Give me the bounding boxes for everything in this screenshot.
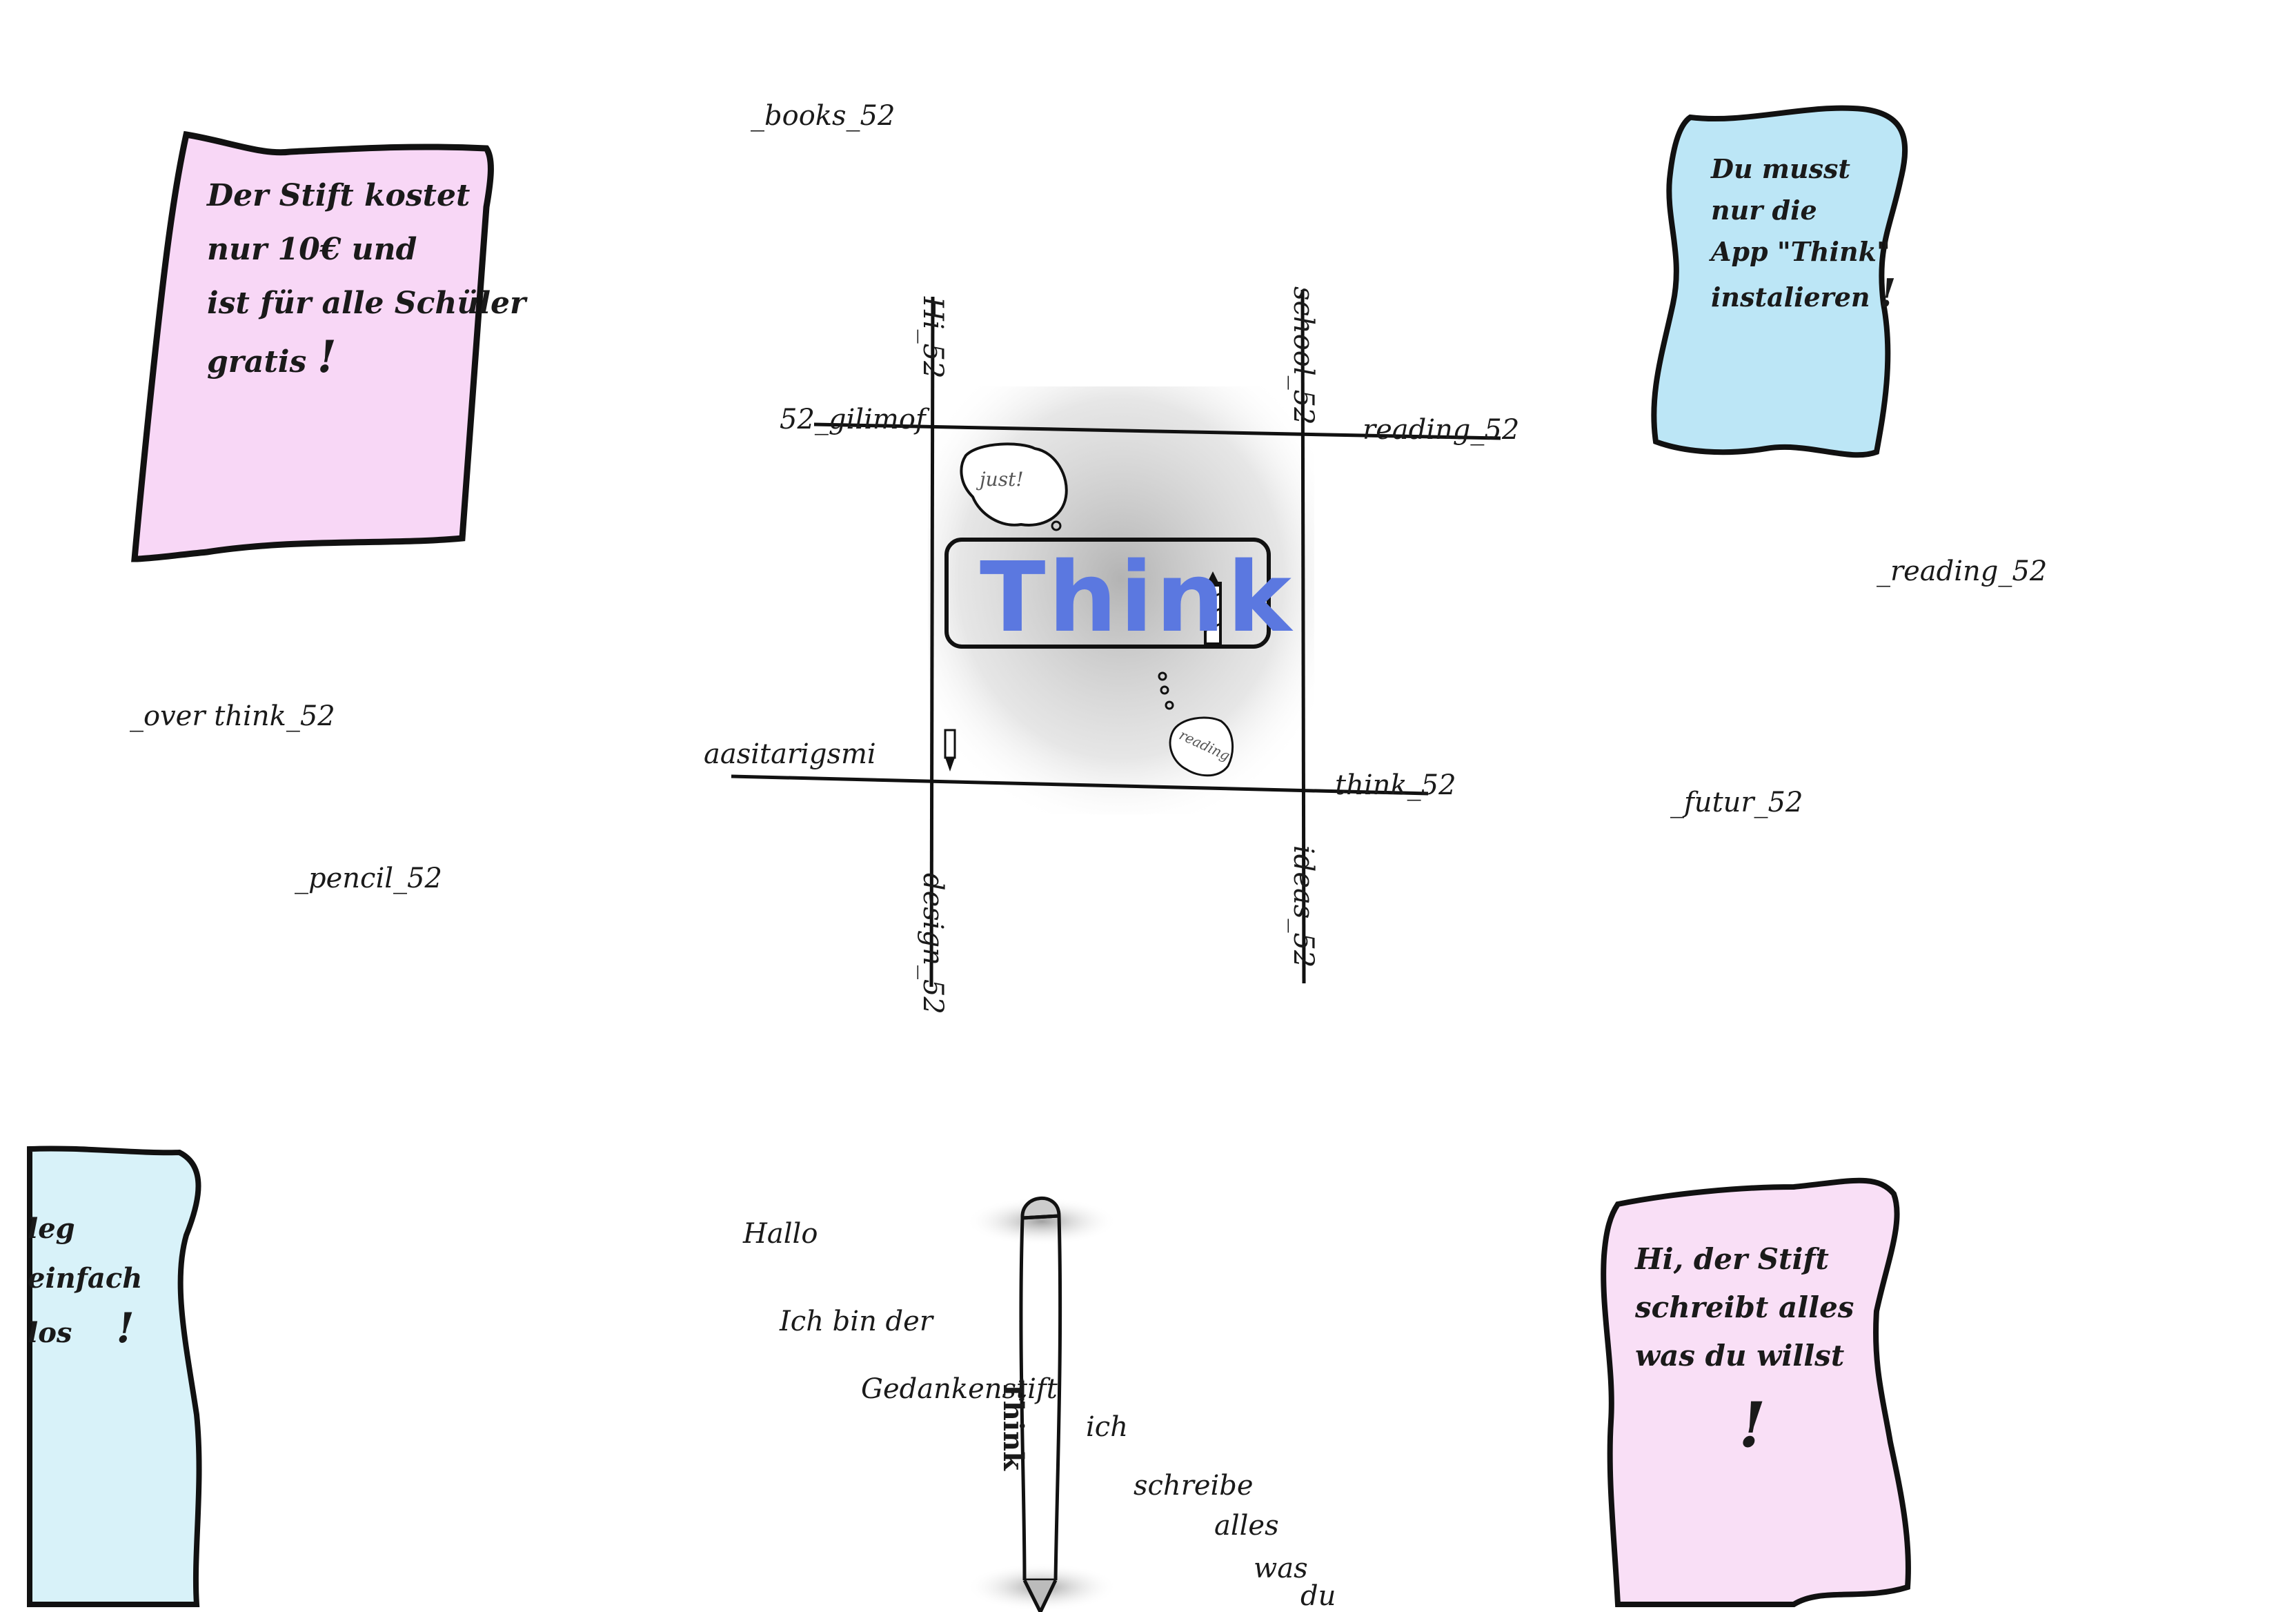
card-line: was du willst (1635, 1339, 1845, 1373)
frame-label-design: design_52 (917, 873, 949, 1014)
thought-bubble-top (960, 442, 1068, 527)
thought-bubble-bottom (1169, 716, 1234, 777)
card-top-left-text: Der Stift kostet nur 10€ und ist für all… (207, 169, 526, 389)
label-reading: _reading_52 (1877, 556, 2048, 587)
card-line: einfach (28, 1262, 143, 1295)
card-line: schreibt alles (1635, 1290, 1854, 1324)
story-line: du (1300, 1580, 1336, 1612)
label-books: _books_52 (751, 100, 895, 132)
frame-label-school: school_52 (1287, 286, 1319, 425)
card-line: Der Stift kostet (207, 178, 471, 213)
pencil-drawing (1019, 1197, 1062, 1612)
story-line: alles (1214, 1510, 1279, 1542)
exclamation-mark: ! (116, 1304, 135, 1353)
card-bottom-right-shape (1601, 1177, 1911, 1607)
story-line: Ich bin der (780, 1306, 933, 1337)
small-pen-icon (944, 729, 956, 771)
card-line: los (28, 1317, 72, 1349)
frame-label-gilimof: 52_gilimof (780, 404, 926, 435)
frame-label-think: think_52 (1335, 769, 1456, 801)
thought-dot (1051, 520, 1062, 531)
card-line: nur die (1711, 195, 1817, 226)
card-top-right-shape (1651, 105, 1908, 458)
frame-lines (731, 289, 1501, 987)
card-bottom-left-shape (27, 1146, 202, 1607)
frame-label-ideas: ideas_52 (1287, 845, 1319, 968)
exclamation-mark: ! (1739, 1388, 1766, 1462)
story-line: was (1254, 1553, 1308, 1584)
card-line: App "Think" (1711, 236, 1890, 267)
card-bottom-right-text: Hi, der Stift schreibt alles was du will… (1635, 1235, 1854, 1462)
label-futur: _futur_52 (1670, 787, 1803, 818)
frame-label-aasitarigsmi: aasitarigsmi (704, 738, 876, 770)
think-logo-text: Think (980, 542, 1294, 654)
card-line: ist für alle Schüler (207, 286, 526, 321)
card-top-left-shape (131, 130, 494, 562)
card-bottom-left-text: leg einfach los ! (28, 1204, 142, 1358)
story-line: Gedankenstift (861, 1373, 1058, 1405)
bubble-text-just: just! (980, 468, 1024, 491)
frame-label-reading: reading_52 (1363, 414, 1520, 446)
label-pencil: _pencil_52 (295, 863, 442, 894)
lighthouse-icon (1204, 571, 1222, 645)
card-line: gratis (207, 344, 307, 380)
label-over-think: _over think_52 (130, 700, 335, 732)
frame-label-hi: Hi_52 (917, 297, 949, 379)
card-top-right-text: Du musst nur die App "Think" instalieren… (1711, 148, 1896, 318)
exclamation-mark: ! (1879, 271, 1897, 316)
story-line: ich (1086, 1411, 1128, 1443)
story-line: schreibe (1134, 1470, 1254, 1502)
card-line: leg (28, 1212, 75, 1245)
card-line: Du musst (1711, 153, 1850, 184)
exclamation-mark: ! (317, 331, 337, 383)
card-line: nur 10€ und (207, 232, 417, 267)
think-logo-box (944, 538, 1271, 649)
card-line: Hi, der Stift (1635, 1242, 1829, 1276)
story-line: Hallo (743, 1218, 818, 1250)
card-line: instalieren (1711, 282, 1870, 313)
